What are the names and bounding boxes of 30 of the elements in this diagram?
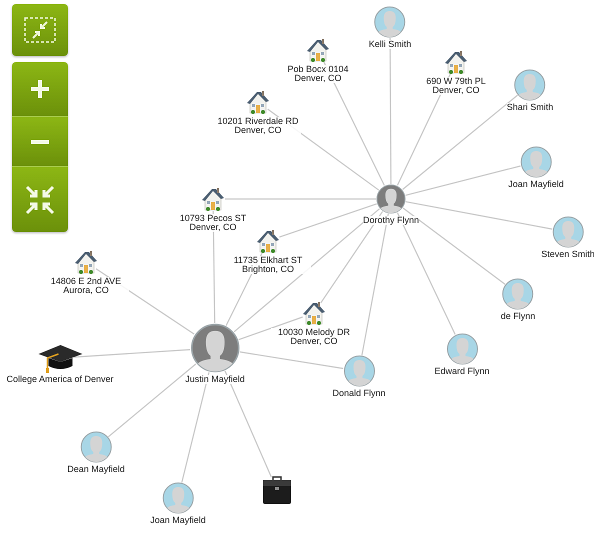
connector-line — [234, 208, 380, 332]
connector-line — [396, 212, 456, 335]
name-label: Kelli Smith — [368, 40, 412, 49]
name-label: Dean Mayfield — [67, 465, 125, 474]
address-label: 10201 Riverdale RD Denver, CO — [215, 117, 301, 135]
connector-line — [224, 370, 272, 478]
connector-line — [74, 349, 190, 358]
name-label: Joan Mayfield — [508, 180, 564, 189]
connector-line — [361, 214, 389, 356]
connector-line — [238, 316, 303, 340]
connector-line — [240, 351, 344, 370]
name-label: Edward Flynn — [434, 367, 490, 376]
connector-line — [402, 94, 518, 190]
connector-line — [406, 201, 552, 230]
connector-line — [320, 211, 384, 304]
name-label: Donald Flynn — [332, 389, 386, 398]
name-label: Justin Mayfield — [185, 375, 245, 384]
name-label: College America of Denver — [6, 375, 114, 384]
name-label: Joan Mayfield — [150, 516, 206, 525]
name-label: Dorothy Flynn — [362, 216, 420, 225]
connector-line — [279, 203, 377, 238]
name-label: de Flynn — [500, 312, 536, 321]
connector-line — [108, 364, 196, 438]
connector-line — [405, 165, 521, 196]
connector-line — [402, 208, 506, 285]
connector-line — [225, 198, 376, 200]
name-label: Shari Smith — [506, 103, 554, 112]
name-label: Steven Smith — [541, 250, 594, 259]
connector-line — [181, 372, 210, 483]
connector-line — [390, 38, 392, 184]
